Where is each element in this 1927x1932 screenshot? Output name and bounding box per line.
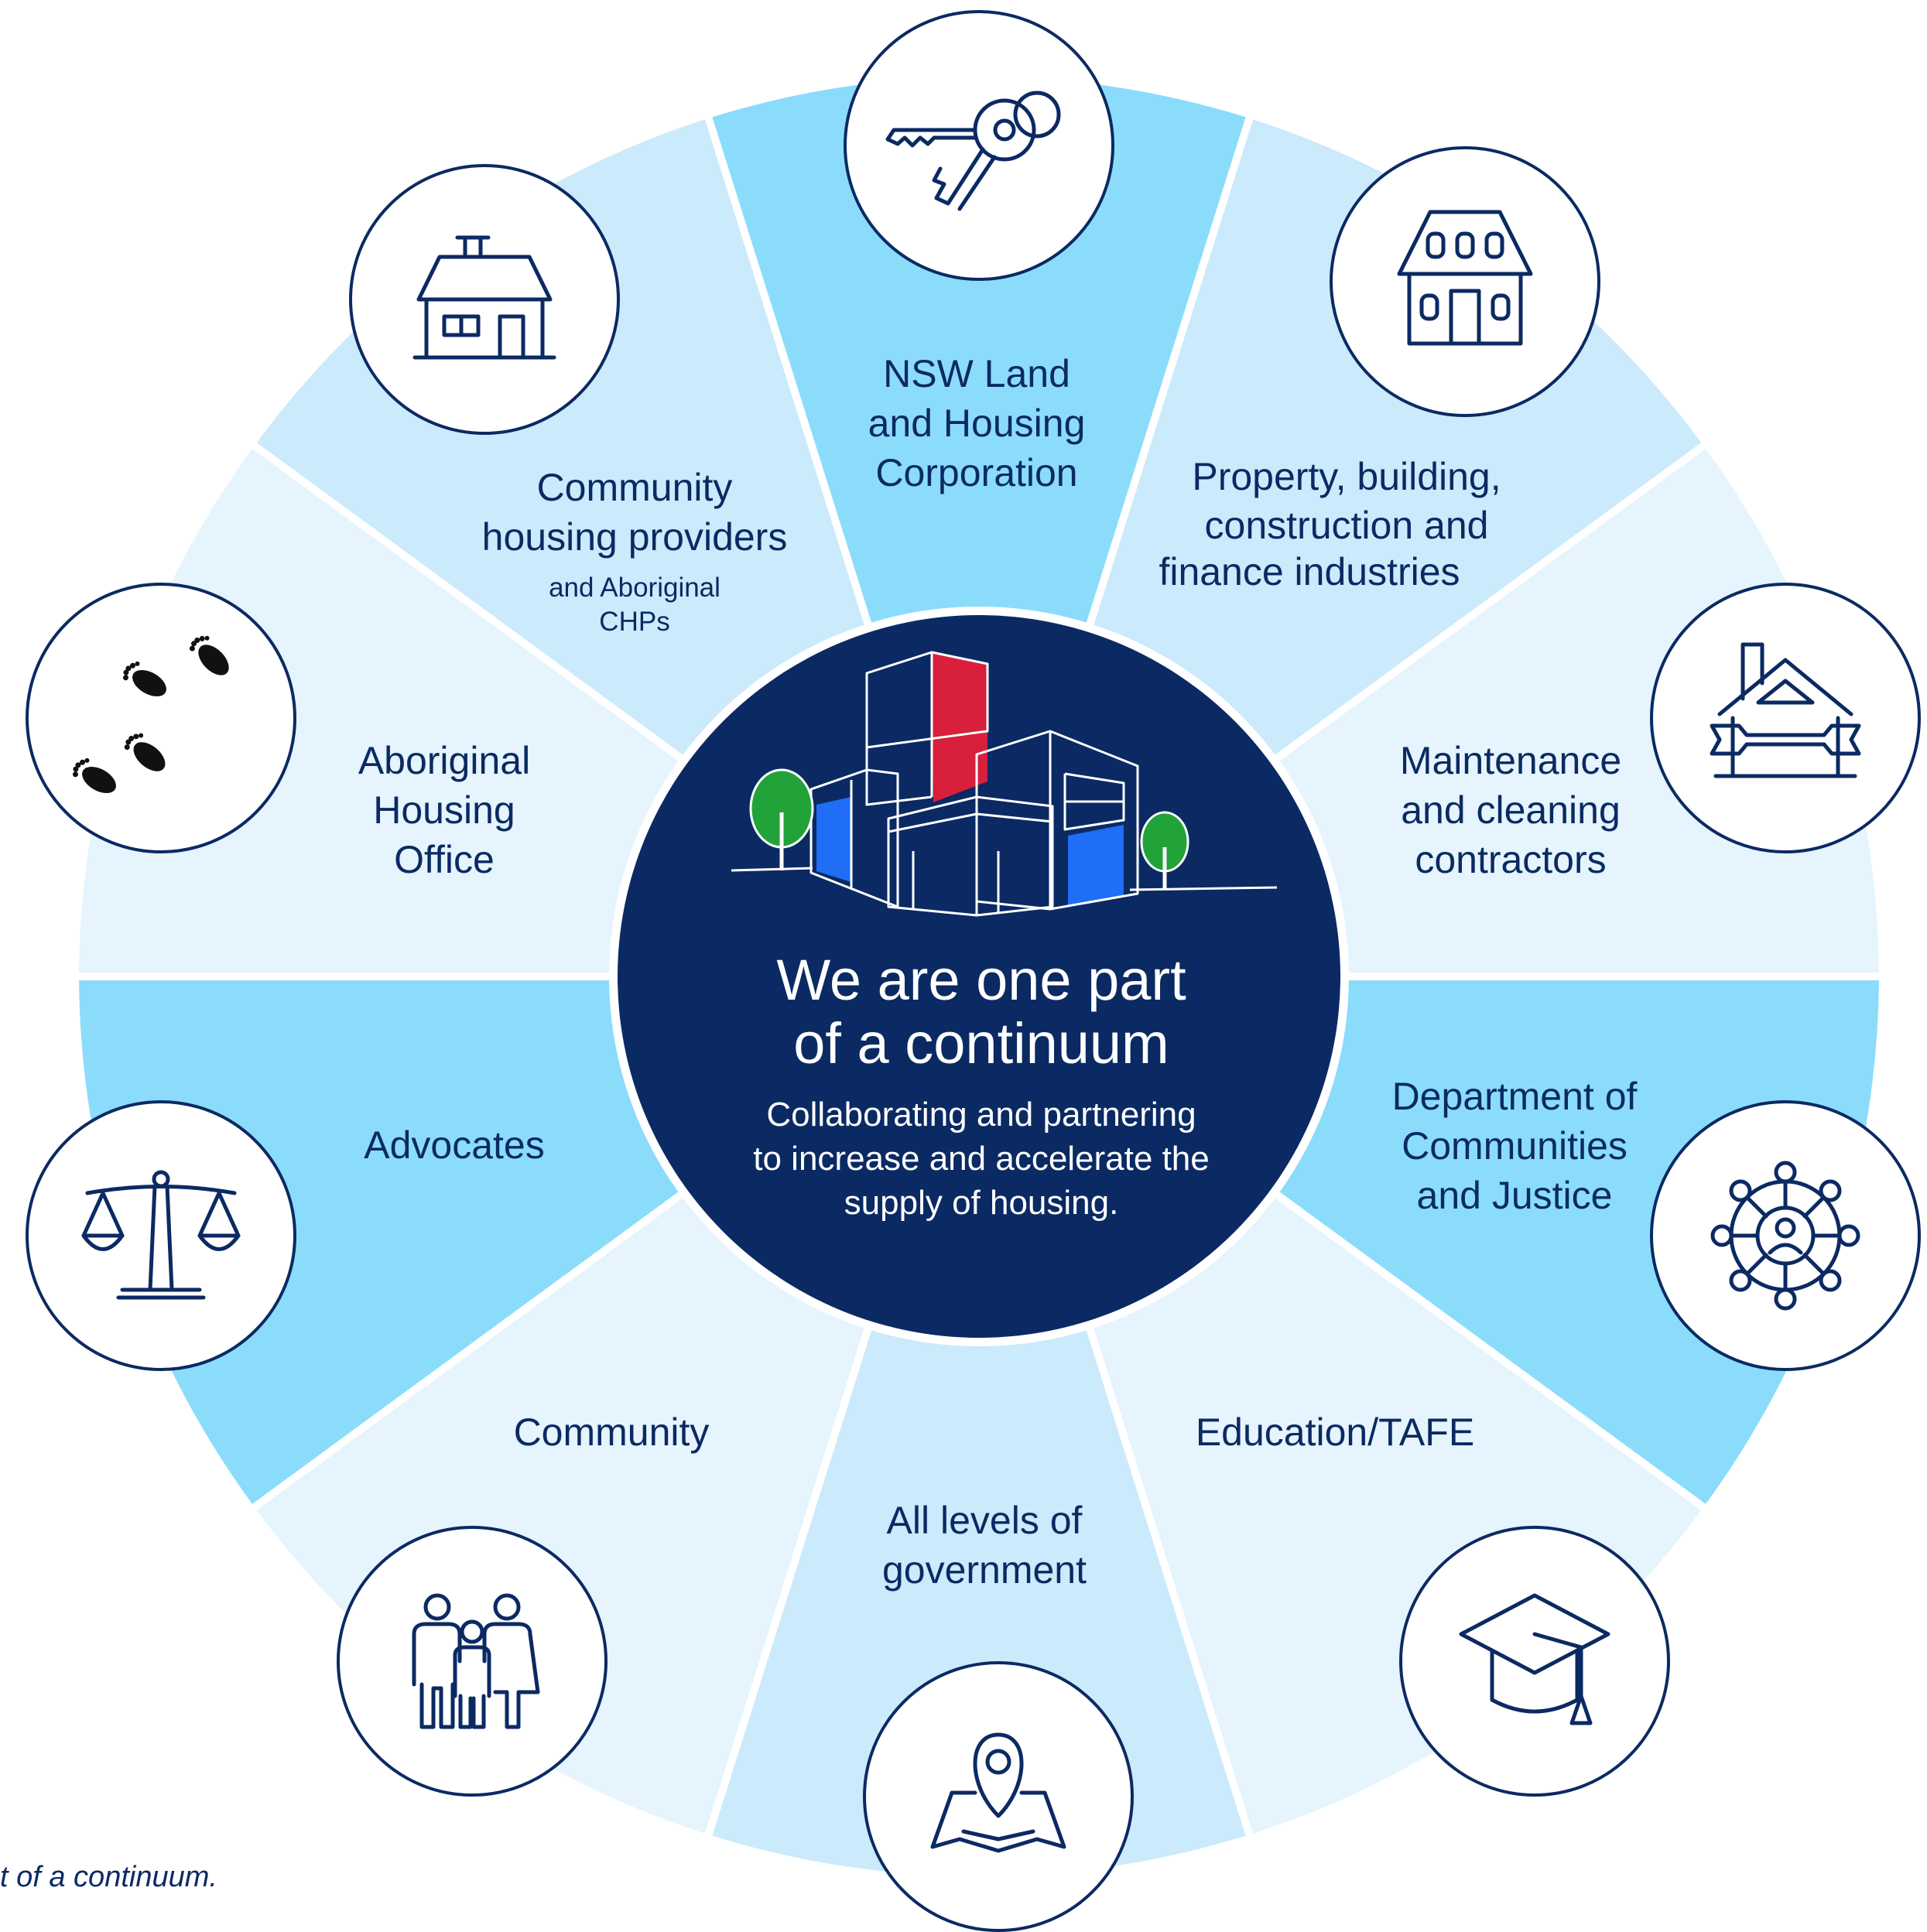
footprints-icon xyxy=(73,635,229,794)
house-icon xyxy=(412,235,556,360)
segment-lahc xyxy=(708,77,1250,977)
center-title-line1: We are one part xyxy=(776,948,1186,1012)
label-chp-1: Community xyxy=(537,466,733,509)
building-illustration xyxy=(731,651,1278,917)
figure-caption: t of a continuum. xyxy=(0,1861,217,1893)
segment-labels: NSW Land and Housing Corporation Propert… xyxy=(358,352,1638,1592)
label-property-3: finance industries xyxy=(1159,550,1460,593)
label-lahc-2: and Housing xyxy=(868,402,1086,445)
label-dcj-1: Department of xyxy=(1392,1075,1638,1118)
label-education-1: Education/TAFE xyxy=(1196,1411,1474,1454)
center-title-line2: of a continuum xyxy=(793,1011,1169,1075)
label-aho-2: Housing xyxy=(373,788,515,832)
scales-icon xyxy=(81,1170,241,1300)
sublabel-chp-2: CHPs xyxy=(599,607,669,637)
townhouse-icon xyxy=(1397,210,1533,346)
label-dcj-2: Communities xyxy=(1402,1124,1628,1168)
label-advocates-1: Advocates xyxy=(364,1123,544,1167)
label-government-1: All levels of xyxy=(887,1499,1083,1542)
label-aho-1: Aboriginal xyxy=(358,739,530,782)
label-maintenance-2: and cleaning xyxy=(1401,788,1621,832)
center-subtitle-line2: to increase and accelerate the xyxy=(753,1140,1210,1178)
map-pin-icon xyxy=(930,1732,1066,1853)
icon-badges xyxy=(26,10,1921,1932)
label-property-2: construction and xyxy=(1205,504,1489,547)
label-aho-3: Office xyxy=(394,838,495,881)
sublabel-chp-1: and Aboriginal xyxy=(549,573,720,603)
segment-government xyxy=(708,976,1250,1876)
label-community-1: Community xyxy=(514,1411,710,1454)
label-maintenance-1: Maintenance xyxy=(1400,739,1621,782)
label-lahc-3: Corporation xyxy=(875,451,1077,494)
label-dcj-3: and Justice xyxy=(1417,1174,1613,1217)
graduation-cap-icon xyxy=(1459,1593,1610,1725)
keys-icon xyxy=(885,91,1061,211)
center-subtitle-line1: Collaborating and partnering xyxy=(766,1096,1196,1134)
label-government-2: government xyxy=(882,1548,1087,1592)
label-lahc-1: NSW Land xyxy=(883,352,1070,395)
label-property-1: Property, building, xyxy=(1192,455,1501,498)
family-icon xyxy=(412,1593,540,1729)
label-maintenance-3: contractors xyxy=(1415,838,1606,881)
network-person-icon xyxy=(1710,1161,1860,1311)
label-chp-2: housing providers xyxy=(482,515,788,559)
house-wrench-icon xyxy=(1710,642,1861,778)
center-subtitle-line3: supply of housing. xyxy=(844,1184,1119,1222)
